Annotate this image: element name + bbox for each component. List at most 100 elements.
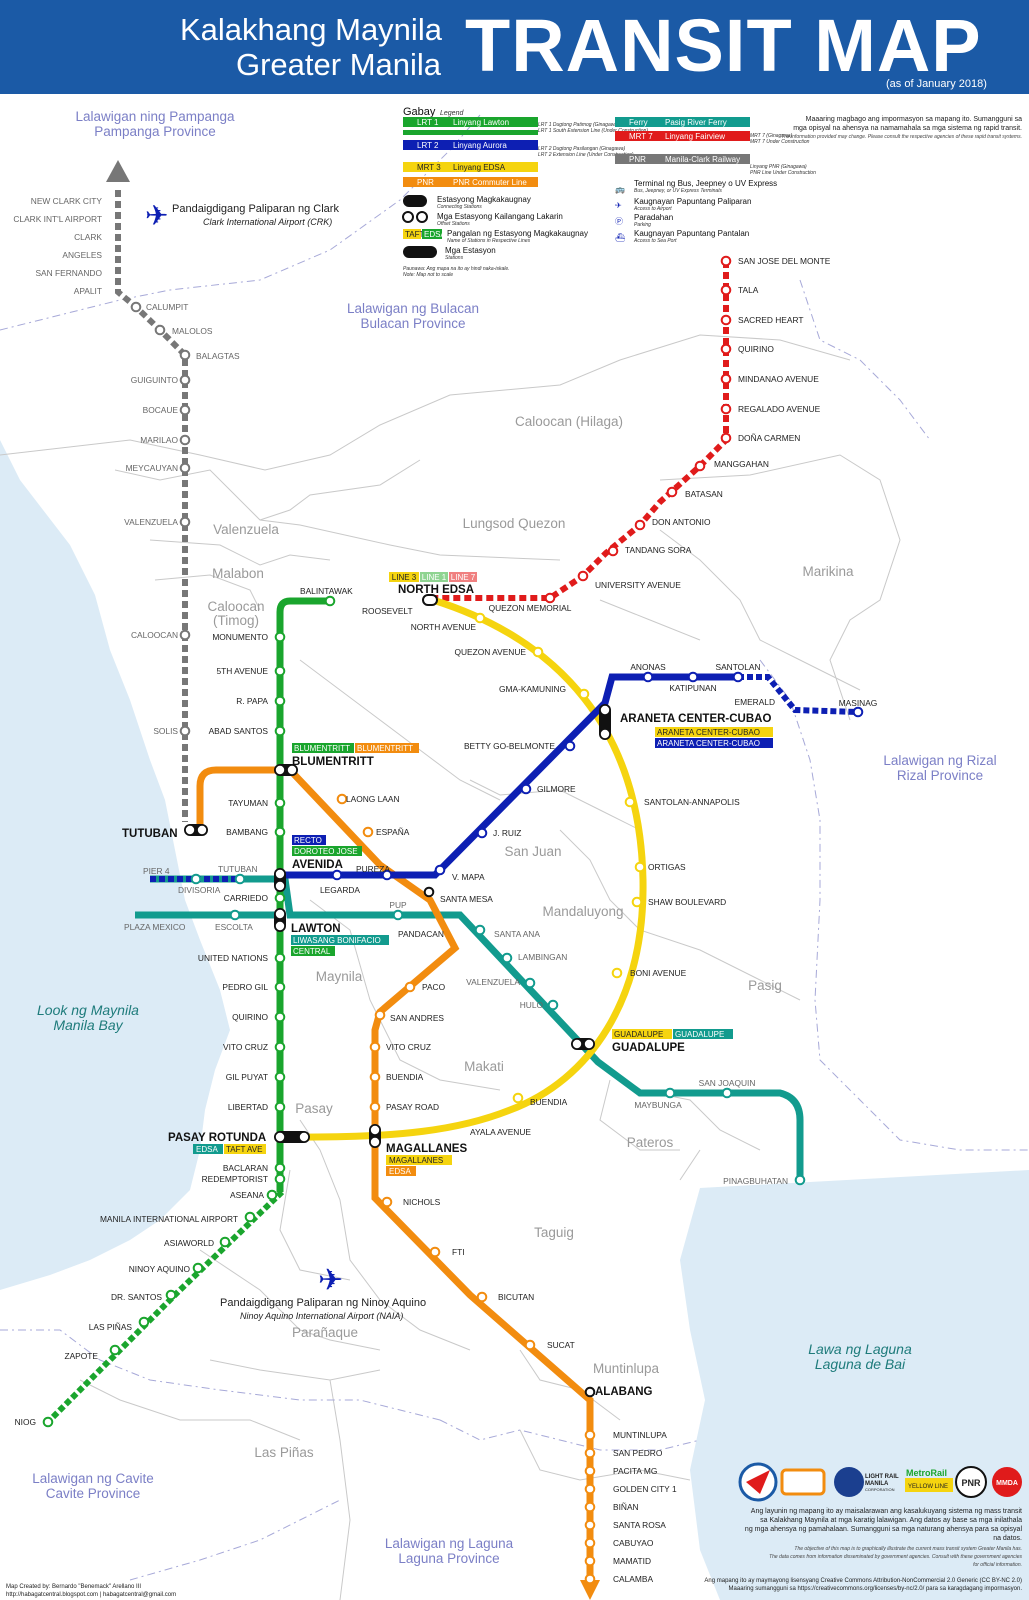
station-lrt1-tayuman-7: TAYUMAN xyxy=(228,798,268,808)
header-subtitle-1: Kalakhang Maynila xyxy=(180,12,442,47)
legend-taft: TAFT xyxy=(405,230,425,239)
mmda-logo xyxy=(992,1467,1022,1497)
marker-lrt2-anonas-8 xyxy=(642,671,654,683)
north-edsa-line1: LINE 1 xyxy=(422,573,447,582)
marker-lrt2-betty-go-belmonte-6 xyxy=(564,740,576,752)
marker-pnrc-malolos-7 xyxy=(154,324,166,336)
station-pnrc-san-fernando-4: SAN FERNANDO xyxy=(35,268,102,278)
line-mrt3 xyxy=(289,596,647,1141)
station-ferry-santa-ana-8: SANTA ANA xyxy=(494,929,540,939)
marker-mrt3-ortigas-5 xyxy=(634,861,646,873)
station-lrt1-monumento-2: MONUMENTO xyxy=(212,632,268,642)
marker-pnr-buendia-9 xyxy=(369,1071,381,1083)
region-muntinlupa: Muntinlupa xyxy=(593,1361,660,1376)
region-quezon-city: Lungsod Quezon xyxy=(463,516,566,531)
legend-lrt2-swatch xyxy=(403,140,538,150)
legend-offset-icon-b xyxy=(416,211,428,223)
marker-pnr-sucat-15 xyxy=(524,1339,536,1351)
mmda-logo-text: MMDA xyxy=(996,1480,1018,1487)
station-pnr-muntinlupa-17: MUNTINLUPA xyxy=(613,1430,667,1440)
station-mrt3-buendia-9: BUENDIA xyxy=(530,1097,568,1107)
north-edsa-line1-box xyxy=(420,572,448,582)
marker-pnr-vito-cruz-8 xyxy=(369,1041,381,1053)
footer-license-1: Ang mapang ito ay maymayong lisensyang C… xyxy=(704,1578,1022,1584)
station-pnrc-malolos-7: MALOLOS xyxy=(172,326,213,336)
station-lrt1-united-nations-12: UNITED NATIONS xyxy=(198,953,269,963)
marker-ferry-escolta-4 xyxy=(229,909,241,921)
legend-port: Kaugnayan Papuntang Pantalan xyxy=(634,229,749,238)
legend-names-en: Name of Stations in Respective Lines xyxy=(447,238,531,244)
station-lrt1-abad-santos-5: ABAD SANTOS xyxy=(209,726,269,736)
legend-connecting-en: Connecting Stations xyxy=(437,204,482,210)
disclaimer-1: Maaaring magbago ang impormasyon sa mapa… xyxy=(806,116,1022,123)
marker-lrt1-redemptorist-20 xyxy=(274,1173,286,1185)
station-mrt7-quirino-3: QUIRINO xyxy=(738,344,774,354)
station-lrt1-baclaran-19: BACLARAN xyxy=(223,1163,268,1173)
interchange-dot xyxy=(185,825,195,835)
region-laguna-en: Laguna Province xyxy=(398,1551,499,1566)
station-lrt1-balintawak-0: BALINTAWAK xyxy=(300,586,353,596)
marker-mrt7-quezon-memorial-12 xyxy=(544,592,556,604)
marker-mrt7-mindanao-avenue-4 xyxy=(720,373,732,385)
transit-map: Lalawigan ning Pampanga Pampanga Provinc… xyxy=(0,106,1029,1600)
station-recto: RECTO xyxy=(294,836,322,845)
legend-edsa: EDSA xyxy=(424,230,446,239)
marker-mrt7-quirino-3 xyxy=(720,343,732,355)
station-ferry-pup-7: PUP xyxy=(389,900,407,910)
blumentritt-lrt1-tag: BLUMENTRITT xyxy=(294,744,350,753)
station-pnr-santa-rosa-22: SANTA ROSA xyxy=(613,1520,666,1530)
marker-mrt7-manggahan-7 xyxy=(694,460,706,472)
magallanes-mrt3-tag: MAGALLANES xyxy=(389,1156,443,1165)
station-lrt2-gilmore-5: GILMORE xyxy=(537,784,576,794)
marker-mrt3-north-avenue-0 xyxy=(474,612,486,624)
station-mrt3-north-avenue-0: NORTH AVENUE xyxy=(411,622,477,632)
station-tutuban: TUTUBAN xyxy=(122,828,178,840)
pnr-logo-text: PNR xyxy=(961,1478,981,1488)
footer-obj-en-3: for official information. xyxy=(973,1562,1022,1568)
legend-stations: Mga Estasyon xyxy=(445,246,496,255)
marker-lrt1-zapote-27 xyxy=(109,1344,121,1356)
legend-offset-en: Offset Stations xyxy=(437,221,470,227)
legend-pnr-name: PNR Commuter Line xyxy=(453,178,527,187)
marker-mrt7-doña-carmen-6 xyxy=(720,432,732,444)
marker-mrt3-quezon-avenue-1 xyxy=(532,646,544,658)
station-lrt1-bambang-8: BAMBANG xyxy=(226,827,268,837)
marker-lrt2-pureza-2 xyxy=(381,869,393,881)
station-lrt1-asiaworld-23: ASIAWORLD xyxy=(164,1238,214,1248)
legend-taft-swatch xyxy=(403,229,421,239)
station-lrt1-carriedo-10: CARRIEDO xyxy=(224,893,269,903)
legend-airport-en: Access to Airport xyxy=(633,206,672,212)
station-lrt1-r-papa-4: R. PAPA xyxy=(236,696,268,706)
station-pnrc-guiguinto-9: GUIGUINTO xyxy=(131,375,179,385)
interchange-dot xyxy=(572,1039,582,1049)
legend-airport: Kaugnayan Papuntang Paliparan xyxy=(634,197,751,206)
legend-mrt7-code: MRT 7 xyxy=(629,132,653,141)
legend-pnrc-status-en: PNR Line Under Construction xyxy=(750,170,816,176)
marker-lrt1-niog-28 xyxy=(42,1416,54,1428)
lrta-logo xyxy=(780,1468,826,1496)
legend-names: Pangalan ng Estasyong Magkakaugnay xyxy=(447,229,588,238)
marker-lrt1-gil-puyat-16 xyxy=(274,1071,286,1083)
page-title: TRANSIT MAP xyxy=(465,4,982,87)
station-pnrc-new-clark-city-0: NEW CLARK CITY xyxy=(31,196,103,206)
region-san-juan: San Juan xyxy=(504,844,561,859)
marker-santa-mesa xyxy=(423,886,435,898)
station-ferry-tutuban-1: TUTUBAN xyxy=(218,864,258,874)
legend-port-en: Access to Sea Port xyxy=(633,238,677,244)
station-pnr-vito-cruz-8: VITO CRUZ xyxy=(386,1042,431,1052)
region-paranaque: Parañaque xyxy=(292,1325,358,1340)
marker-mrt7-batasan-8 xyxy=(666,486,678,498)
legend-title-en: Legend xyxy=(440,110,464,117)
station-ferry-escolta-4: ESCOLTA xyxy=(215,922,253,932)
marker-pnrc-solis-15 xyxy=(179,725,191,737)
station-mrt3-ayala-avenue-10: AYALA AVENUE xyxy=(470,1127,531,1137)
legend-offset-icon-a xyxy=(402,211,414,223)
marker-ferry-santa-ana-8 xyxy=(474,924,486,936)
region-rizal: Lalawigan ng Rizal xyxy=(883,753,996,768)
marker-lrt2-masinag-12 xyxy=(852,706,864,718)
line-lrt2-ext xyxy=(738,674,859,715)
interchange-dot xyxy=(584,1039,594,1049)
region-caloocan-south-2: (Timog) xyxy=(213,613,259,628)
legend-connecting-icon xyxy=(403,195,427,207)
